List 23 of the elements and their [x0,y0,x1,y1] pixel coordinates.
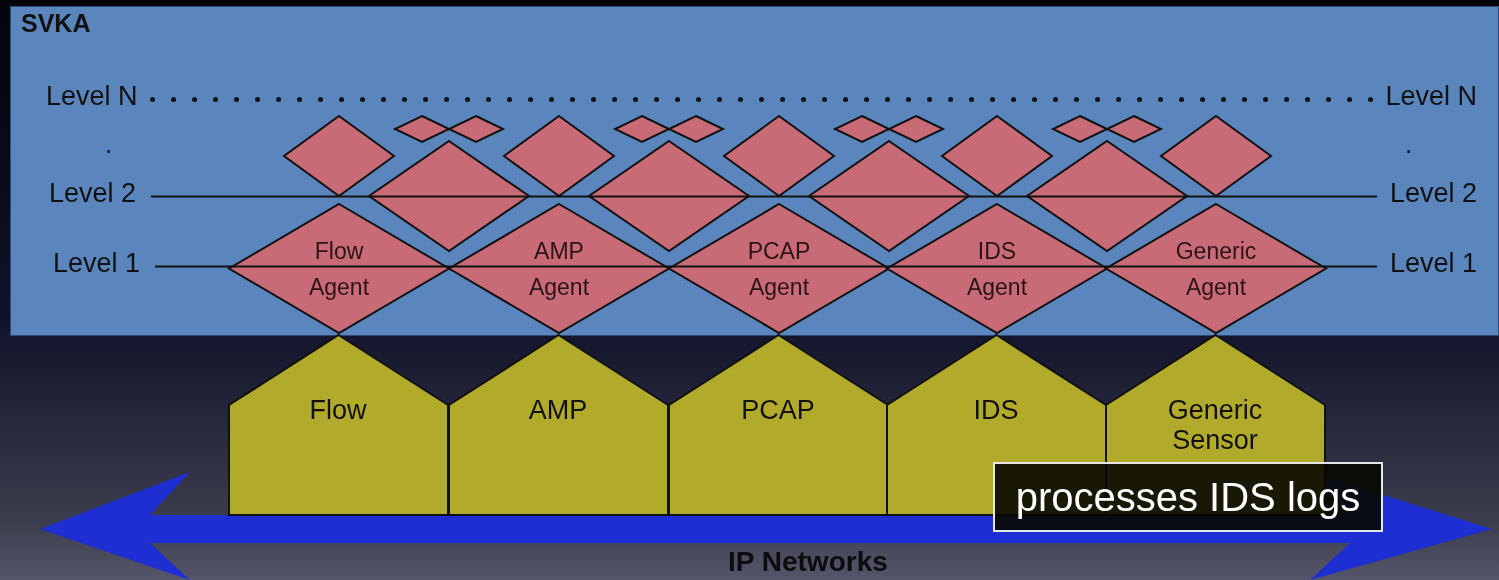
agent-label: Generic Agent [1174,236,1258,302]
sensor-label: Generic Sensor [1166,395,1264,455]
level-label: Level 1 [53,248,141,279]
system-panel [10,6,1499,336]
agent-label: IDS Agent [965,236,1029,302]
level-label: Level 1 [1389,248,1477,279]
panel-title: SVKA [21,9,91,38]
level-label: Level N [1385,81,1477,112]
ellipsis-dot: . [105,129,113,160]
agent-label: Flow Agent [307,236,371,302]
agent-label: PCAP Agent [746,236,812,302]
caption-text: processes IDS logs [1015,474,1361,520]
level-label: Level 2 [1389,178,1477,209]
sensor-label: Flow [308,395,368,425]
ellipsis-dot: . [1405,129,1413,160]
agent-label: AMP Agent [527,236,591,302]
sensor-label: PCAP [740,395,816,425]
caption-box [993,462,1383,532]
network-label: IP Networks [728,546,888,578]
level-label: Level 2 [49,178,137,209]
sensor-label: IDS [972,395,1020,425]
sensor-label: AMP [527,395,589,425]
level-label: Level N [46,81,138,112]
